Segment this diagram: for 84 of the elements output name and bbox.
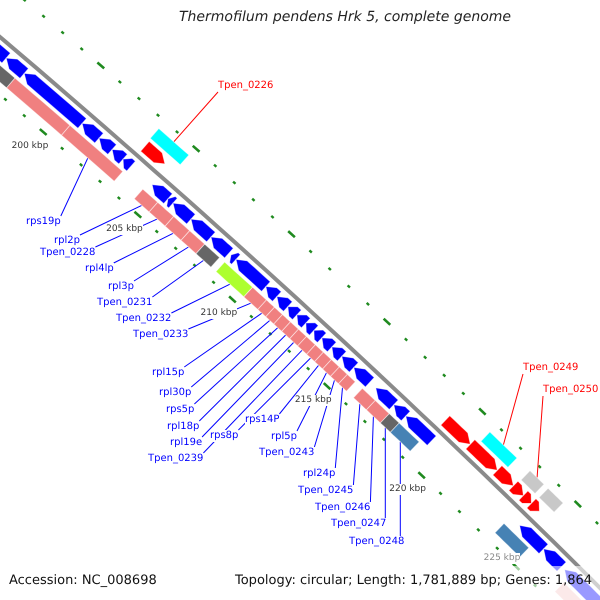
leader-line: [278, 364, 320, 414]
title: Thermofilum pendens Hrk 5, complete genome: [178, 8, 512, 26]
gene-box: [60, 124, 124, 182]
leader-line: [184, 312, 262, 368]
scale-label: 220 kbp: [389, 484, 426, 495]
leader-line: [113, 232, 174, 264]
gene-label: Tpen_0250: [543, 384, 598, 396]
gene-box: [380, 413, 400, 433]
leader-line: [152, 260, 204, 298]
gene-label: Tpen_0243: [259, 447, 314, 459]
gene-box: [366, 400, 390, 424]
gene-box: [150, 128, 190, 166]
leader-line: [194, 327, 278, 404]
gene-box: [322, 358, 340, 377]
leader-line: [370, 416, 374, 502]
gene-box: [538, 488, 564, 513]
leader-line: [60, 158, 88, 216]
gene-label: rpl4lp: [85, 263, 114, 275]
gene-label: rpl24p: [303, 468, 336, 480]
gene-label: Tpen_0231: [97, 297, 152, 309]
genome-stats-text: Topology: circular; Length: 1,781,889 bp; Genes: 1,864: [235, 573, 592, 589]
gene-box: [297, 336, 316, 355]
gene-box: [265, 306, 284, 325]
gene-label: Tpen_0232: [116, 313, 172, 325]
gene-box: [215, 261, 254, 298]
gene-label: Tpen_0247: [331, 518, 386, 530]
gene-box: [164, 216, 190, 241]
leader-line: [352, 403, 360, 486]
gene-label: rpl30p: [159, 387, 192, 399]
accession-text: Accession: NC_008698: [9, 573, 157, 589]
gene-box: [134, 188, 158, 213]
gene-box: [289, 328, 307, 347]
leader-line: [134, 246, 189, 282]
scale-label: 210 kbp: [200, 308, 238, 320]
gene-label: rps5p: [166, 404, 194, 416]
gene-label: rps8p: [210, 430, 238, 442]
gene-box: [520, 470, 545, 494]
gene-box: [306, 344, 324, 362]
leader-line: [170, 284, 230, 314]
gene-box: [243, 286, 268, 310]
gene-box: [330, 366, 348, 384]
gene-box: [480, 431, 518, 468]
gene-box: [352, 388, 376, 410]
gene-box: [180, 230, 206, 254]
gene-label: Tpen_0239: [148, 453, 204, 465]
leader-line: [536, 396, 544, 478]
leader-line: [202, 350, 303, 454]
leader-line: [173, 92, 218, 142]
gene-label: rpl18p: [167, 421, 200, 433]
leader-line: [190, 320, 270, 388]
gene-box: [314, 352, 332, 370]
gene-label: rpl5p: [271, 431, 297, 443]
gene-box: [6, 78, 70, 136]
scale-label: 225 kbp: [484, 553, 520, 564]
leader-line: [334, 387, 343, 468]
gene-label: rps14P: [245, 414, 280, 426]
leader-line: [384, 427, 386, 518]
gene-label: Tpen_0246: [315, 502, 370, 514]
gene-label: Tpen_0228: [40, 247, 96, 259]
gene-box: [338, 374, 356, 392]
gene-box: [281, 321, 300, 340]
gene-box: [148, 202, 174, 227]
leader-line: [400, 441, 401, 536]
leader-line: [238, 358, 312, 430]
scale-label: 205 kbp: [106, 224, 143, 235]
leader-line: [80, 204, 142, 236]
gene-label: rpl2p: [54, 235, 80, 247]
gene-box: [257, 299, 276, 318]
gene-label: Tpen_0249: [523, 362, 578, 374]
gene-label: Tpen_0245: [298, 485, 354, 497]
gene-label: rps19p: [26, 216, 61, 228]
gene-box: [273, 314, 292, 332]
gene-label: rpl3p: [108, 281, 134, 293]
gene-label: Tpen_0248: [349, 536, 404, 548]
scale-label: 200 kbp: [12, 141, 48, 152]
gene-label: Tpen_0226: [218, 80, 274, 92]
scale-label: 215 kbp: [294, 394, 332, 406]
leader-line: [198, 334, 286, 422]
gene-label: rpl15p: [152, 367, 184, 379]
gene-box: [390, 422, 420, 452]
leader-line: [202, 342, 294, 438]
gene-label: rpl19e: [170, 437, 202, 449]
gene-label: Tpen_0233: [133, 329, 188, 341]
gene-box: [195, 244, 220, 268]
